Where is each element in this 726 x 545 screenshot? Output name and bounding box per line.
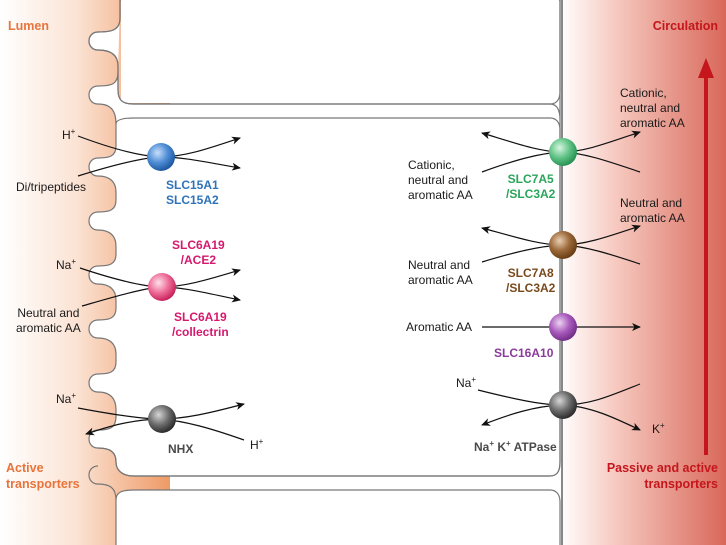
- upper-cell: [121, 0, 559, 103]
- lower-cell: [115, 489, 561, 545]
- slc15-name: SLC15A1 SLC15A2: [166, 178, 219, 208]
- slc7a5-in-line1: Cationic,: [408, 158, 455, 172]
- lower-villus: [88, 465, 117, 501]
- slc7a5-out-line2: neutral and: [620, 101, 681, 115]
- slc15-transporter: [147, 143, 175, 171]
- slc6a19-a-line1: SLC6A19: [172, 238, 225, 252]
- slc6a19-b-line1: SLC6A19: [174, 310, 227, 324]
- napump-name-k-charge: +: [506, 439, 511, 448]
- slc7a5-name-line1: SLC7A5: [507, 172, 554, 186]
- slc6a19-substrate-label: Neutral and aromatic AA: [16, 306, 81, 336]
- slc6a19-a-line2: /ACE2: [180, 253, 217, 267]
- slc7a8-name: SLC7A8 /SLC3A2: [506, 266, 555, 296]
- nhx-transporter: [148, 405, 176, 433]
- active-transporters-label: Active transporters: [6, 460, 80, 492]
- slc15a2-name: SLC15A2: [166, 193, 219, 207]
- napump-name-na-charge: +: [489, 439, 495, 448]
- lumen-label: Lumen: [8, 19, 49, 33]
- slc7a5-out-line1: Cationic,: [620, 86, 667, 100]
- slc15-ion-label: H+: [62, 127, 76, 143]
- nhx-na-label: Na+: [56, 391, 77, 407]
- active-line2: transporters: [6, 477, 80, 491]
- napump-name: Na+ K+ ATPase: [474, 440, 557, 455]
- villus-join: [97, 447, 117, 463]
- slc7a5-out-line3: aromatic AA: [620, 116, 685, 130]
- main-cell-outline: [115, 117, 561, 477]
- slc7a5-out-label: Cationic, neutral and aromatic AA: [620, 86, 685, 131]
- slc7a5-name-line2: /SLC3A2: [506, 187, 556, 201]
- slc7a5-name: SLC7A5 /SLC3A2: [506, 172, 555, 202]
- slc6a19-transporter: [148, 273, 176, 301]
- slc6a19-ace2-name: SLC6A19 /ACE2: [172, 238, 225, 268]
- cell-corner: [115, 117, 135, 125]
- slc16a10-substrate-label: Aromatic AA: [406, 320, 473, 334]
- slc7a5-in-line2: neutral and: [408, 173, 469, 187]
- slc16a10-name: SLC16A10: [494, 346, 554, 360]
- slc7a8-in-line2: aromatic AA: [408, 273, 473, 287]
- slc7a8-out-label: Neutral and aromatic AA: [620, 196, 685, 226]
- slc6a19-ion-label: Na+: [56, 257, 77, 273]
- passive-transporters-label: Passive and active transporters: [607, 460, 718, 492]
- slc6a19-substrate-line2: aromatic AA: [16, 321, 81, 335]
- slc7a8-in-line1: Neutral and: [408, 258, 471, 272]
- slc7a5-in-line3: aromatic AA: [408, 188, 473, 202]
- slc7a8-out-line1: Neutral and: [620, 196, 683, 210]
- napump-transporter: [549, 391, 577, 419]
- slc16a10-transporter: [549, 313, 577, 341]
- napump-na-label: Na+: [456, 375, 477, 391]
- circulation-gradient: [560, 0, 726, 545]
- slc15-substrate-label: Di/tripeptides: [16, 180, 87, 194]
- slc6a19-collectrin-name: SLC6A19 /collectrin: [172, 310, 229, 340]
- nhx-h-label: H+: [250, 437, 264, 453]
- slc7a5-transporter: [549, 138, 577, 166]
- slc7a8-out-line2: aromatic AA: [620, 211, 685, 225]
- slc7a8-transporter: [549, 231, 577, 259]
- slc7a5-in-label: Cationic, neutral and aromatic AA: [408, 158, 473, 203]
- slc7a8-in-label: Neutral and aromatic AA: [408, 258, 473, 288]
- basolateral-membrane: [561, 0, 563, 545]
- napump-k-label: K+: [652, 421, 665, 437]
- passive-line1: Passive and active: [606, 461, 718, 475]
- passive-line2: transporters: [644, 477, 718, 491]
- napump-name-k: K: [497, 440, 507, 454]
- slc15a1-name: SLC15A1: [166, 178, 219, 192]
- slc6a19-substrate-line1: Neutral and: [17, 306, 80, 320]
- napump-name-na: Na: [474, 440, 490, 454]
- slc6a19-b-line2: /collectrin: [172, 325, 229, 339]
- nhx-name: NHX: [168, 442, 194, 456]
- upper-cell-outline: [88, 0, 561, 105]
- slc7a8-name-line2: /SLC3A2: [506, 281, 556, 295]
- circulation-label: Circulation: [652, 19, 718, 33]
- slc7a8-name-line1: SLC7A8: [507, 266, 554, 280]
- napump-name-atpase: ATPase: [513, 440, 557, 454]
- active-line1: Active: [6, 461, 44, 475]
